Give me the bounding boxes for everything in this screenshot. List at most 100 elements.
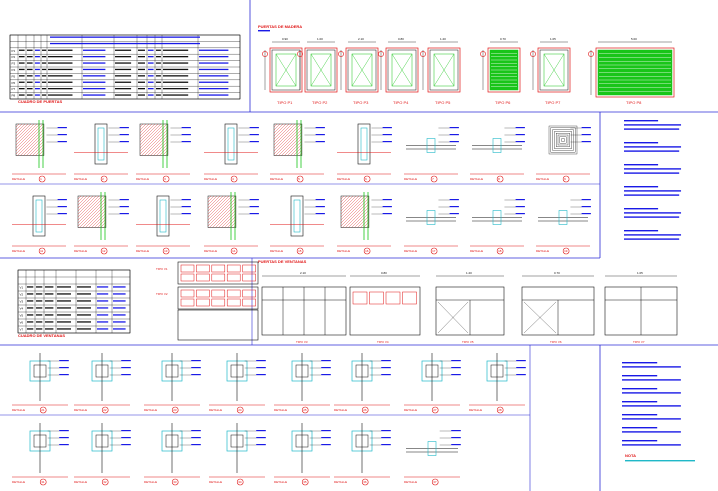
wall-section (340, 195, 370, 228)
cell-text (97, 293, 109, 295)
annotation-text (59, 437, 69, 439)
detail-number: 28 (498, 408, 502, 412)
cell-text (156, 81, 161, 83)
detail-label: DETALLE (337, 249, 350, 253)
annotation-text (449, 213, 459, 215)
jamb-section (156, 195, 170, 237)
text-stroke (624, 190, 682, 192)
text-stroke (624, 230, 659, 232)
detail-callout-circle (297, 51, 303, 57)
detail-number-circle (39, 406, 47, 414)
cell-text (77, 300, 91, 302)
window-row-code: V4 (20, 307, 24, 311)
detail-16: DETALLE 16 (337, 192, 392, 255)
annotation-text (382, 206, 392, 208)
detail-number-circle (430, 247, 438, 255)
annotation-text (516, 360, 526, 362)
annotation-text (181, 134, 191, 136)
hatch-line (88, 209, 107, 228)
detail-label: DETALLE (136, 177, 149, 181)
detail-number-circle (430, 175, 438, 183)
detail-label: DETALLE (144, 408, 157, 412)
detail-number-circle (171, 406, 179, 414)
hatch-line (207, 195, 233, 221)
text-block (622, 362, 681, 368)
door-leaf (539, 49, 569, 91)
hatch-line (139, 123, 153, 137)
annotation-text (256, 444, 266, 446)
cell-text (199, 88, 229, 90)
annotation-text (57, 199, 67, 201)
annotation-text (321, 367, 331, 369)
text-stroke (622, 379, 681, 381)
detail-number: 16 (365, 249, 369, 253)
annotation-text (191, 360, 201, 362)
detail-number-circle (363, 247, 371, 255)
detail-number: 24 (238, 408, 242, 412)
cell-text (27, 94, 33, 96)
hatch-line (15, 123, 23, 131)
cell-text (57, 314, 71, 316)
cell-text (36, 314, 43, 316)
cell-text (77, 286, 91, 288)
door-frame (269, 47, 303, 93)
cell-text (36, 328, 43, 330)
door-row-code: P1 (12, 49, 16, 53)
annotation-text (382, 134, 392, 136)
text-block (622, 414, 681, 420)
cell-text (115, 62, 132, 64)
annotation-text (191, 437, 201, 439)
hatch-line (360, 218, 370, 228)
door-table-title: CUADRO DE PUERTAS (18, 99, 62, 104)
hatch-line (77, 195, 100, 218)
cell-text (27, 75, 33, 77)
door-row-code: P3 (12, 62, 16, 66)
annotation-text (381, 430, 391, 432)
hatch-line (94, 215, 107, 228)
text-block (622, 401, 681, 407)
cell-text (42, 68, 47, 71)
cell-text (27, 286, 34, 288)
louver-pane (242, 289, 256, 298)
cell-text (156, 62, 161, 64)
cell-text (57, 307, 71, 309)
cell-text (45, 307, 54, 309)
cell-text (35, 81, 40, 83)
vent-ring (556, 133, 570, 147)
text-stroke (624, 234, 682, 236)
annotation-text (121, 430, 131, 432)
detail-number-circle (39, 478, 47, 486)
text-block (622, 440, 681, 446)
cell-text (27, 81, 33, 83)
cell-text (57, 300, 71, 302)
cell-text (113, 300, 126, 302)
annotation-text (382, 141, 392, 143)
hatch-line (20, 131, 45, 156)
detail-number: 23 (173, 408, 177, 412)
detail-callout-circle (480, 51, 486, 57)
cell-text (48, 62, 73, 64)
annotation-text (249, 134, 259, 136)
window-frame (177, 261, 259, 285)
detail-callout-circle (338, 51, 344, 57)
cell-text (163, 62, 189, 64)
cell-text (27, 56, 33, 58)
detail-number-circle (236, 478, 244, 486)
detail-label: DETALLE (12, 249, 25, 253)
detail-number: 31 (41, 480, 45, 484)
door-frame (595, 47, 675, 98)
text-stroke (622, 392, 681, 394)
detail-callout-circle (588, 51, 594, 57)
hatch-pattern (207, 195, 237, 228)
cell-text (156, 68, 161, 71)
cell-text (48, 49, 73, 51)
annotation-text (119, 206, 129, 208)
window-type-label: TIPO V4 (377, 340, 389, 344)
